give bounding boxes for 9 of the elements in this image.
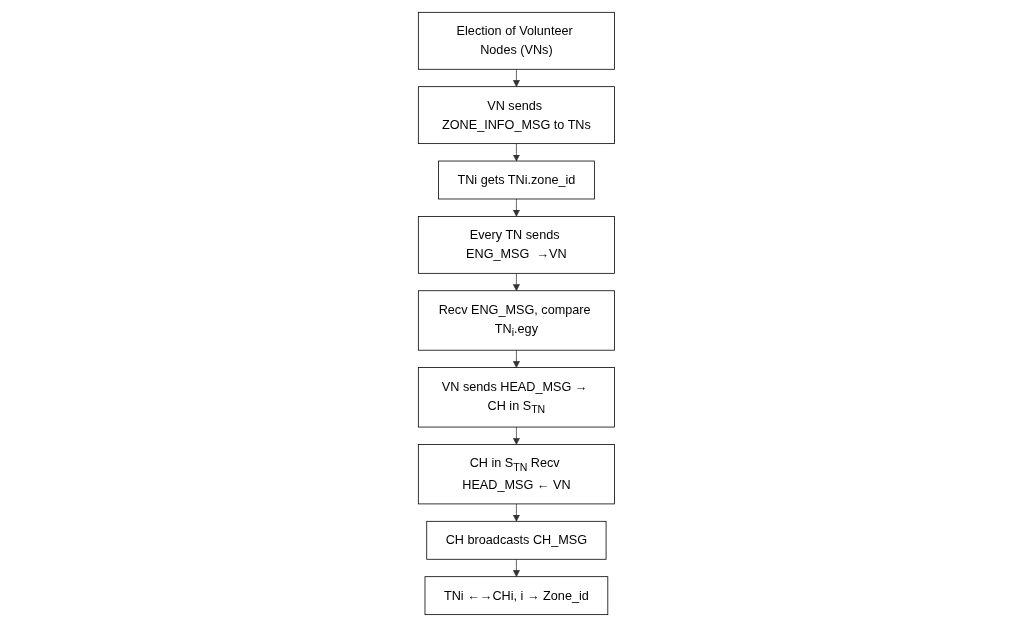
node-box	[417, 367, 615, 428]
node-box	[417, 86, 615, 145]
node-box	[424, 576, 608, 616]
node-box	[417, 11, 615, 70]
node-box	[417, 290, 615, 351]
node-box	[417, 444, 615, 505]
node-box	[437, 160, 595, 200]
node-box	[425, 520, 607, 560]
node-box	[417, 216, 615, 274]
